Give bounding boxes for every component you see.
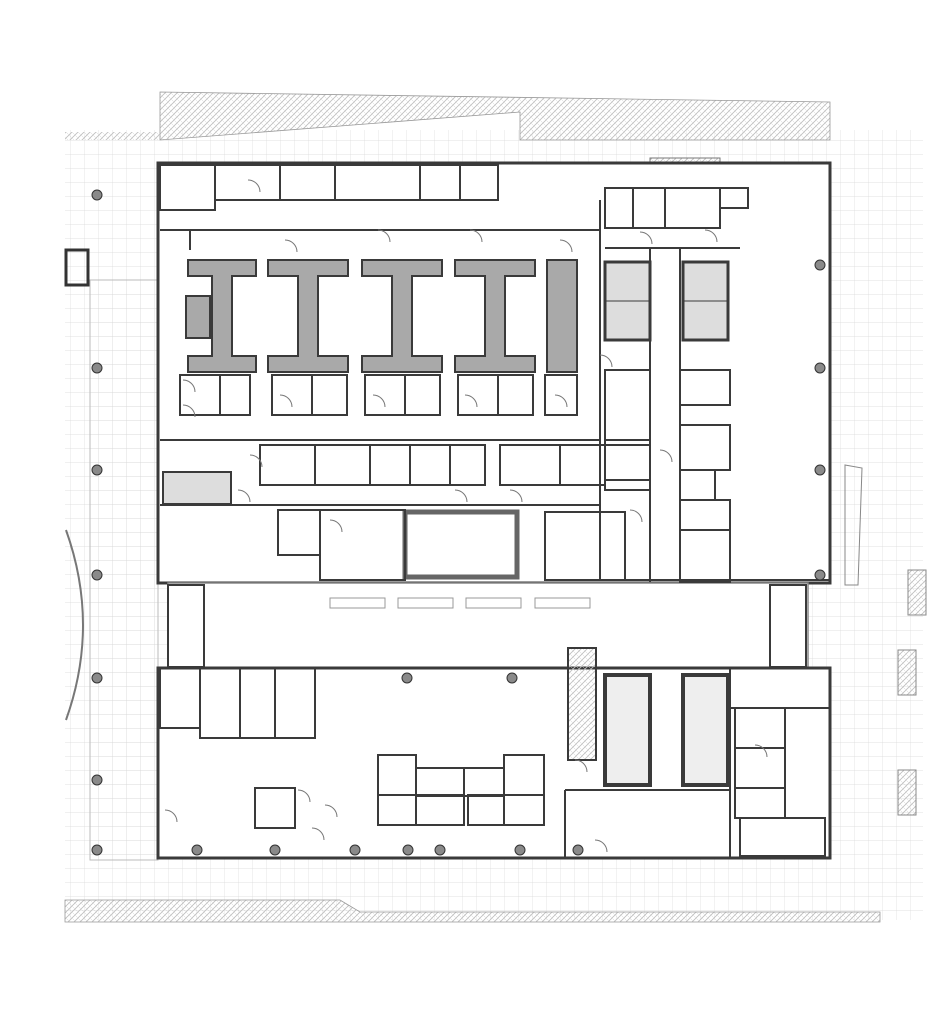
- door-9: [237, 489, 251, 503]
- room-54: [739, 817, 826, 857]
- door-3: [469, 229, 483, 243]
- central-lobby: [167, 582, 809, 669]
- room-17: [497, 374, 534, 416]
- column-0: [91, 189, 103, 201]
- bench-1: [897, 649, 917, 696]
- core-2: [267, 259, 349, 373]
- column-14: [269, 844, 281, 856]
- door-17: [279, 394, 293, 408]
- room-11: [219, 374, 251, 416]
- door-6: [639, 231, 653, 245]
- door-13: [629, 509, 643, 523]
- door-14: [659, 449, 673, 463]
- room-13: [311, 374, 348, 416]
- door-8: [249, 454, 263, 468]
- door-23: [574, 759, 588, 773]
- door-24: [594, 839, 608, 853]
- structural-cores: [162, 259, 730, 787]
- room-5: [459, 164, 499, 201]
- door-26: [164, 809, 178, 823]
- column-1: [91, 362, 103, 374]
- room-40: [274, 667, 316, 739]
- room-30: [449, 444, 486, 486]
- west-terrace: [89, 279, 159, 861]
- east-planter: [844, 464, 863, 586]
- curved-wall: [65, 529, 84, 721]
- column-5: [91, 774, 103, 786]
- column-7: [814, 259, 826, 271]
- door-0: [247, 179, 261, 193]
- column-18: [514, 844, 526, 856]
- south-elevator-1: [681, 673, 730, 787]
- door-12: [509, 489, 523, 503]
- room-9: [719, 187, 749, 209]
- door-22: [324, 804, 338, 818]
- door-18: [372, 394, 386, 408]
- door-25: [754, 744, 768, 758]
- core-4: [454, 259, 536, 373]
- column-15: [349, 844, 361, 856]
- core-5: [546, 259, 578, 373]
- door-27: [311, 827, 325, 841]
- column-11: [401, 672, 413, 684]
- column-8: [814, 362, 826, 374]
- core-1: [187, 259, 257, 373]
- column-16: [402, 844, 414, 856]
- room-41: [254, 787, 296, 829]
- column-17: [434, 844, 446, 856]
- rooms: [159, 164, 831, 858]
- bench-0: [907, 569, 927, 616]
- bench-2: [897, 769, 917, 816]
- door-2: [377, 229, 391, 243]
- door-11: [454, 489, 468, 503]
- door-20: [554, 394, 568, 408]
- column-6: [91, 844, 103, 856]
- room-35: [319, 509, 406, 581]
- room-15: [404, 374, 441, 416]
- door-7: [704, 229, 718, 243]
- door-5: [599, 354, 613, 368]
- north-west-hatch: [65, 132, 160, 140]
- door-4: [559, 239, 573, 253]
- south-elevator-0: [603, 673, 652, 787]
- door-1: [284, 239, 298, 253]
- column-9: [814, 464, 826, 476]
- core-1-pier: [185, 295, 211, 339]
- doors: [164, 179, 768, 853]
- door-10: [329, 519, 343, 533]
- door-19: [464, 394, 478, 408]
- room-47: [415, 794, 465, 826]
- lobby-bench-1: [397, 597, 454, 609]
- room-36: [544, 511, 626, 581]
- column-10: [814, 569, 826, 581]
- room-18: [544, 374, 578, 416]
- column-2: [91, 464, 103, 476]
- door-16: [182, 404, 196, 418]
- door-15: [182, 379, 196, 393]
- room-49: [503, 794, 545, 826]
- column-13: [191, 844, 203, 856]
- escalator: [567, 647, 597, 761]
- column-4: [91, 672, 103, 684]
- column-12: [506, 672, 518, 684]
- columns: [91, 189, 826, 856]
- lobby-bench-3: [534, 597, 591, 609]
- core-3: [361, 259, 443, 373]
- column-19: [572, 844, 584, 856]
- lobby-bench-0: [329, 597, 386, 609]
- west-kiosk: [64, 248, 90, 287]
- column-3: [91, 569, 103, 581]
- south-planting-band: [64, 899, 881, 923]
- door-21: [297, 789, 311, 803]
- lobby-bench-2: [465, 597, 522, 609]
- west-elevators: [162, 471, 232, 505]
